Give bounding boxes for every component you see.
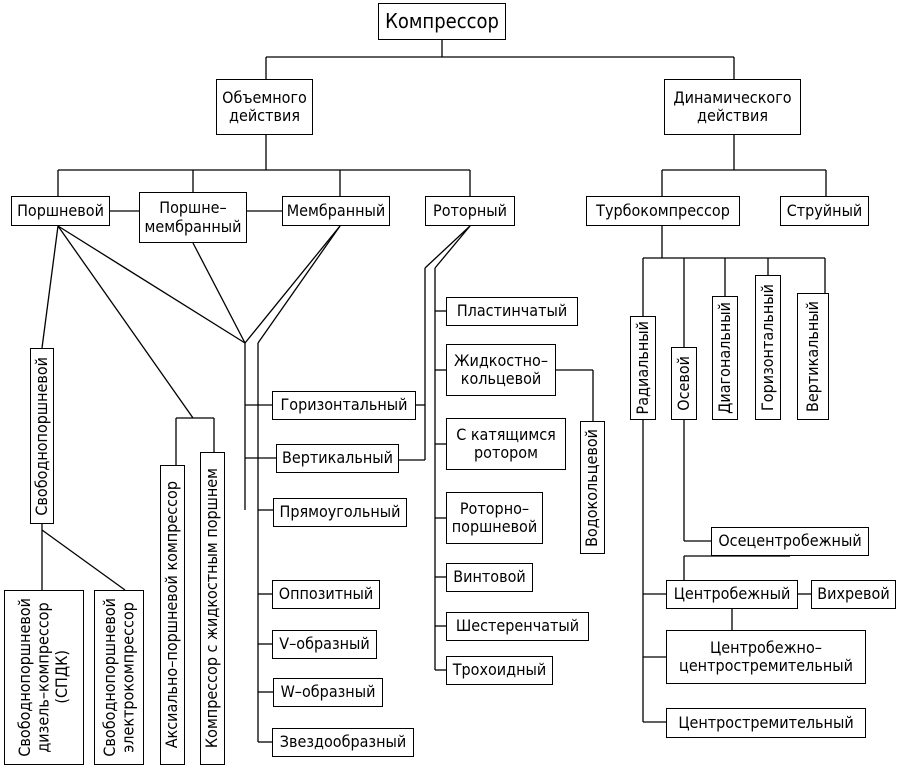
connector-line [424,225,471,269]
connector-line [257,225,341,344]
node-axial: Осевой [671,347,697,420]
connector-line [41,529,126,591]
connector-line [244,225,341,344]
node-axial-centrifugal: Осецентробежный [711,527,869,556]
node-piston: Поршневой [11,196,110,226]
node-centripetal: Центростремительный [666,708,866,738]
node-w-shaped: W–образный [273,678,383,707]
connector-line [434,225,471,269]
node-diagonal: Диагональный [712,296,738,420]
node-v-shaped: V–образный [272,630,377,659]
node-screw: Винтовой [446,563,533,592]
node-positive-displacement: Объемного действия [216,79,313,135]
node-horizontal: Горизонтальный [272,391,416,420]
node-free-piston: Свободнопоршневой [30,348,54,524]
node-jet: Струйный [780,196,869,226]
node-membrane: Мембранный [282,196,390,226]
node-opposed: Оппозитный [272,580,380,609]
connector-line [41,225,59,349]
node-centrifugal-centripetal: Центробежно– центростремительный [666,630,866,684]
connector-line [57,225,194,419]
node-horizontal-turbo: Горизонтальный [755,275,781,420]
node-gear: Шестеренчатый [446,612,589,641]
node-vortex: Вихревой [811,580,896,609]
node-free-piston-electro: Свободнопоршневой электрокомпрессор [94,590,144,765]
node-vertical: Вертикальный [276,444,399,473]
node-rotary-piston: Роторно– поршневой [446,492,543,544]
node-compressor: Компрессор [378,3,506,40]
node-liquid-ring: Жидкостно– кольцевой [446,344,556,396]
node-rectangular: Прямоугольный [273,498,407,527]
node-rolling-rotor: С катящимся ротором [446,418,566,470]
node-axial-piston: Аксиально–поршневой компрессор [160,465,185,765]
node-water-ring: Водокольцевой [580,421,605,554]
connector-line [192,242,246,344]
node-star-shaped: Звездообразный [272,728,414,757]
node-vane: Пластинчатый [446,297,578,326]
node-liquid-piston: Компрессор с жидкостным поршнем [200,452,225,765]
node-centrifugal: Центробежный [666,580,798,609]
node-dynamic-action: Динамического действия [664,79,801,135]
node-turbocompressor: Турбокомпрессор [586,196,740,226]
node-radial: Радиальный [630,316,656,420]
node-trochoid: Трохоидный [446,656,553,685]
node-vertical-turbo: Вертикальный [797,293,829,420]
node-free-piston-diesel: Свободнопоршневой дизель–компрессор (СПД… [4,590,84,765]
node-rotary: Роторный [425,196,515,226]
node-piston-membrane: Поршне– мембранный [139,192,247,243]
connector-line [57,225,246,344]
